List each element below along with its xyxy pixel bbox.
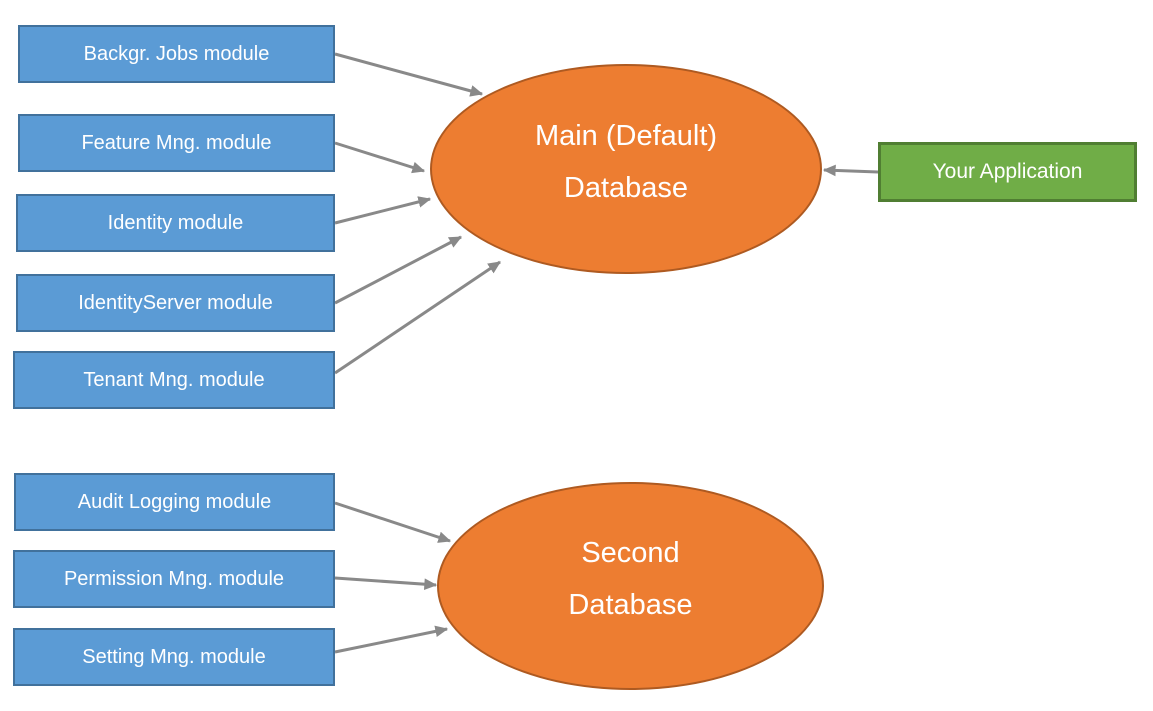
module-box-identity: Identity module: [16, 194, 335, 252]
module-label-identityserver: IdentityServer module: [78, 291, 273, 314]
second-database-title-line2: Database: [568, 589, 693, 621]
main-database-title-line2: Database: [563, 172, 689, 204]
arrow-setting-mng-to-second-db: [334, 625, 449, 654]
module-label-feature-mng: Feature Mng. module: [81, 131, 272, 154]
arrow-feature-mng-to-main-db: [334, 141, 426, 174]
module-label-tenant-mng: Tenant Mng. module: [83, 368, 265, 391]
module-box-feature-mng: Feature Mng. module: [18, 114, 335, 172]
module-box-permission-mng: Permission Mng. module: [13, 550, 335, 608]
module-label-backgr-jobs: Backgr. Jobs module: [83, 42, 270, 65]
module-label-identity: Identity module: [107, 211, 244, 234]
arrow-backgr-jobs-to-main-db: [334, 52, 484, 97]
arrow-audit-logging-to-second-db: [334, 501, 452, 543]
main-database-title-line1: Main (Default): [534, 120, 718, 152]
your-application-label: Your Application: [932, 160, 1083, 183]
module-label-permission-mng: Permission Mng. module: [63, 567, 285, 590]
module-box-identityserver: IdentityServer module: [16, 274, 335, 332]
arrow-tenant-mng-to-main-db: [334, 260, 501, 375]
your-application-box: Your Application: [878, 142, 1137, 202]
module-box-audit-logging: Audit Logging module: [14, 473, 335, 531]
arrow-permission-mng-to-second-db: [334, 576, 438, 591]
module-label-setting-mng: Setting Mng. module: [82, 645, 266, 668]
module-box-backgr-jobs: Backgr. Jobs module: [18, 25, 335, 83]
arrow-identity-to-main-db: [334, 196, 432, 225]
second-database-ellipse: Second Database: [437, 482, 824, 690]
second-database-title-line1: Second: [581, 537, 680, 569]
module-box-setting-mng: Setting Mng. module: [13, 628, 335, 686]
main-database-ellipse: Main (Default) Database: [430, 64, 822, 274]
module-label-audit-logging: Audit Logging module: [77, 490, 272, 513]
module-box-tenant-mng: Tenant Mng. module: [13, 351, 335, 409]
arrow-identityserver-to-main-db: [334, 235, 463, 305]
arrow-application-to-main-db: [822, 164, 879, 177]
